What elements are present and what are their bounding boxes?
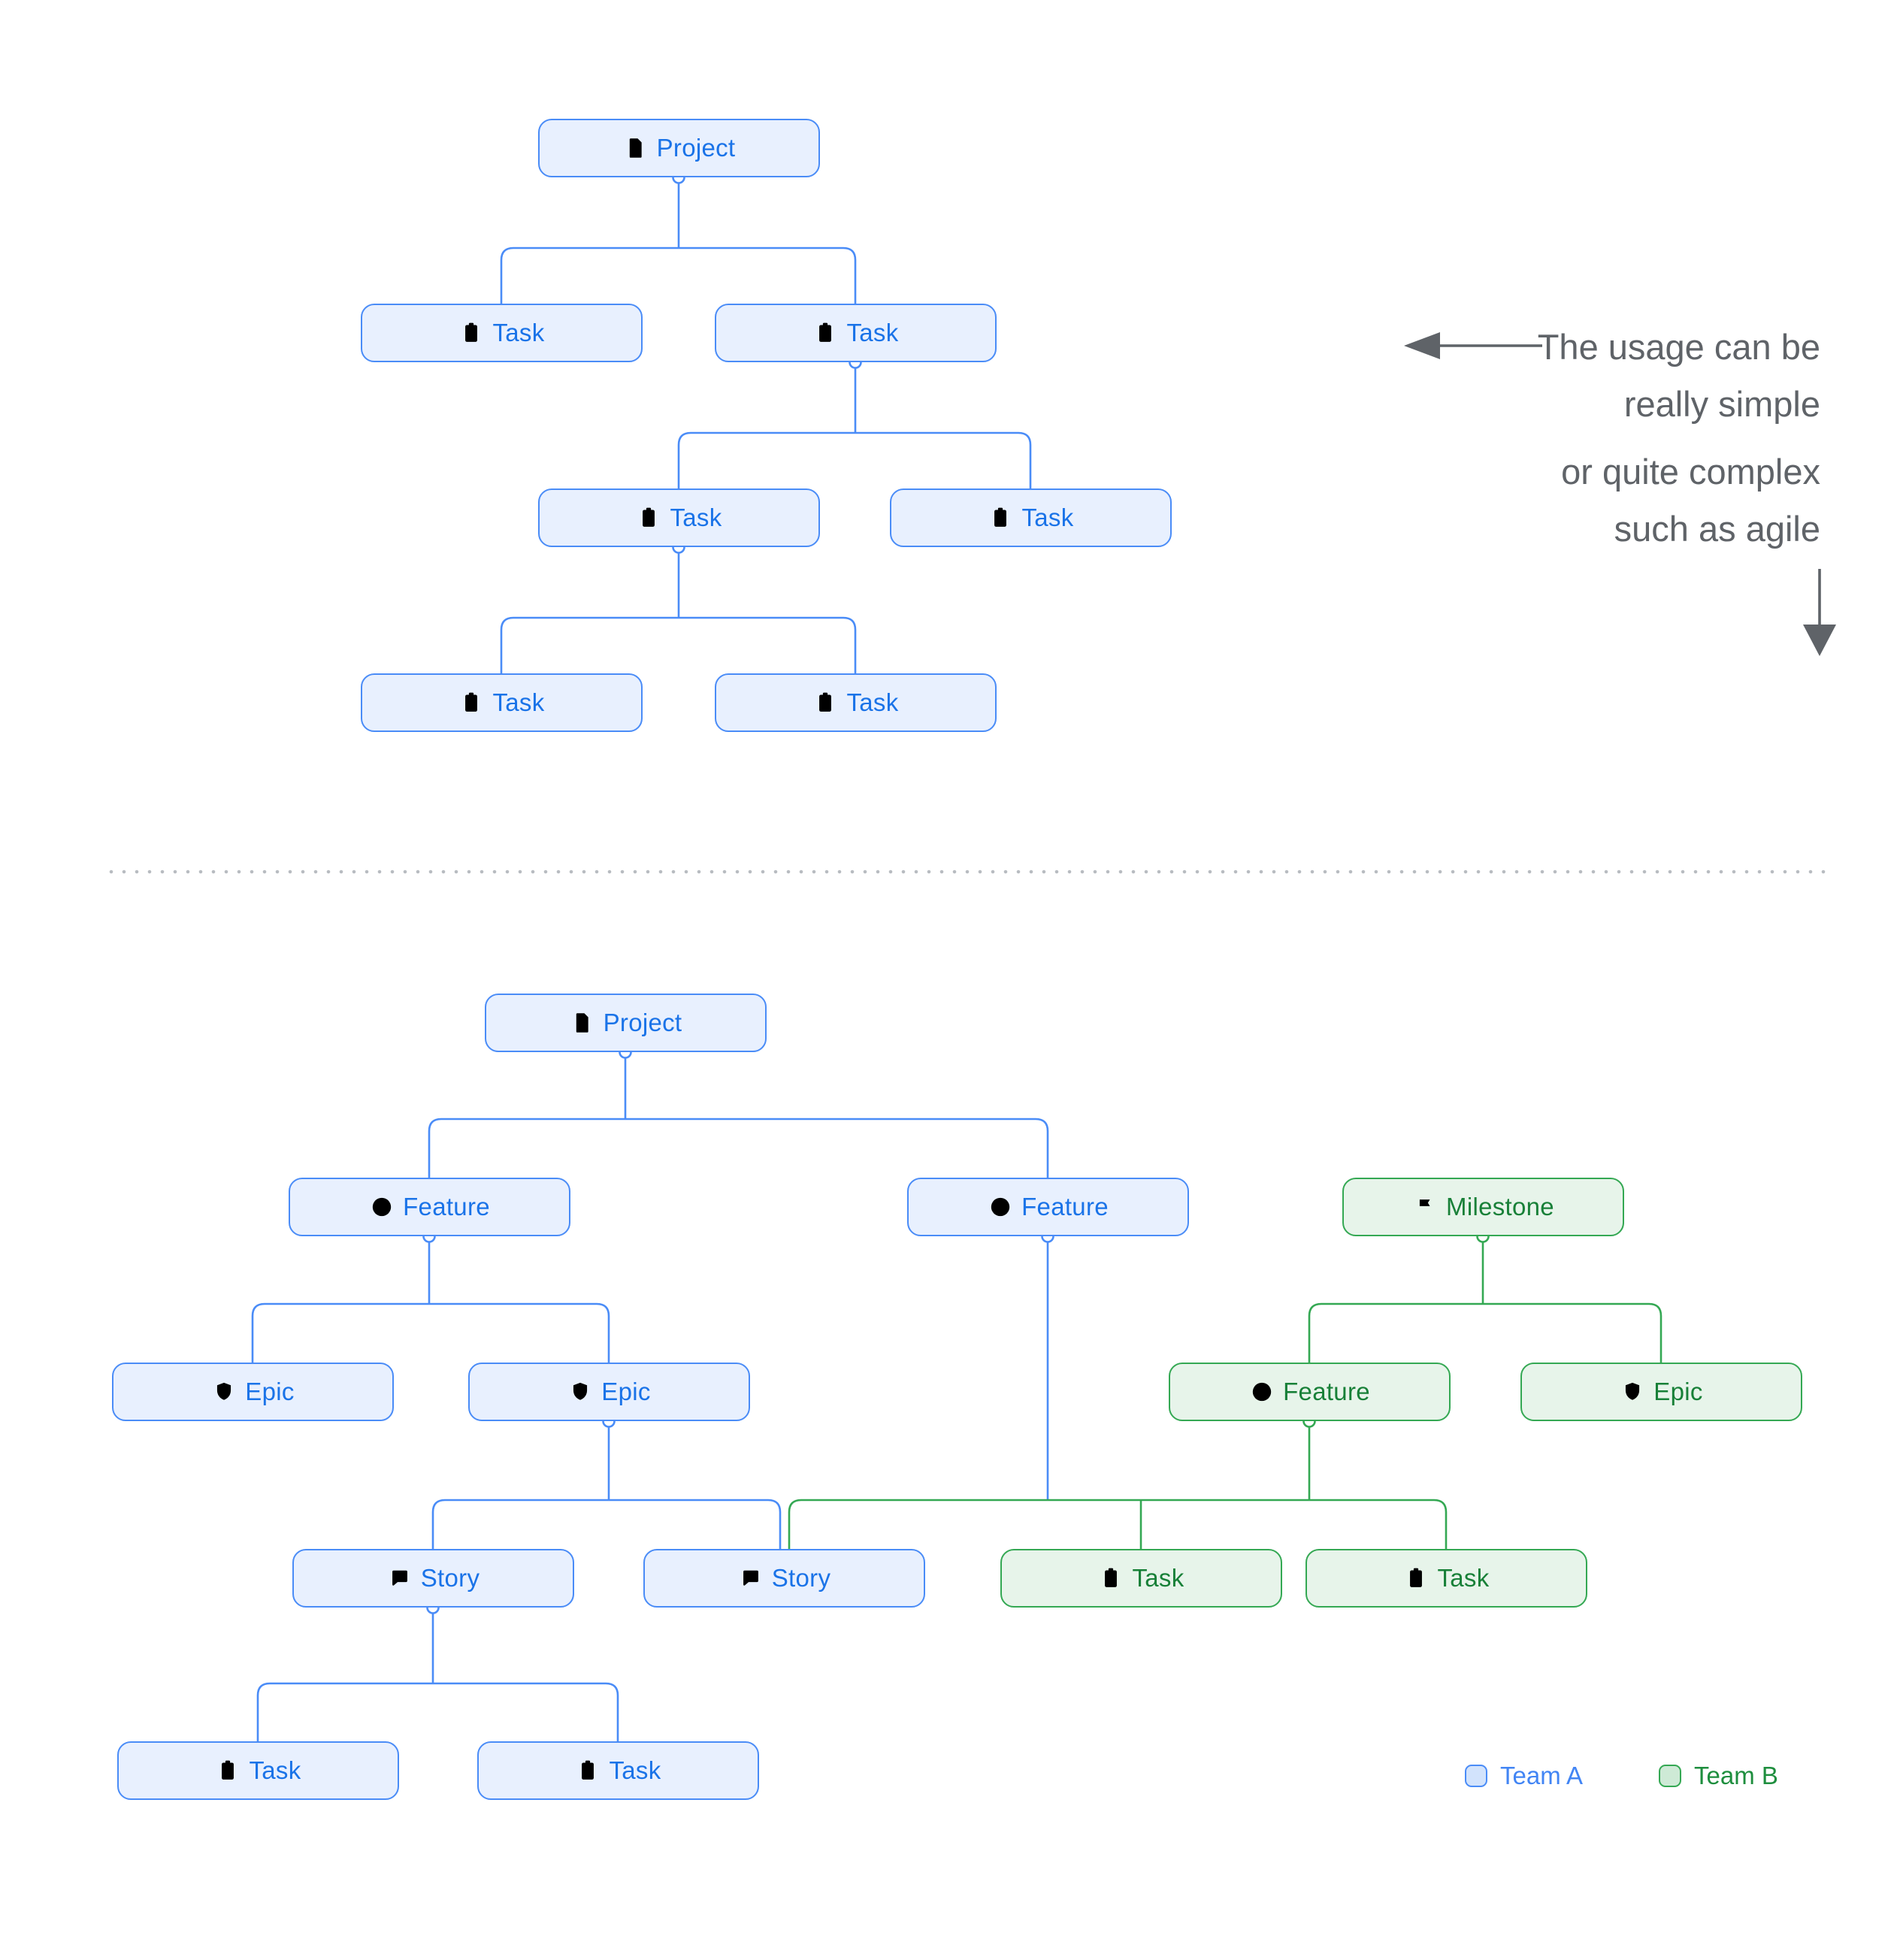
node-epic[interactable]: Epic (1520, 1363, 1802, 1421)
node-task[interactable]: Task (715, 673, 997, 732)
feature-icon (988, 1194, 1013, 1220)
node-label: Task (492, 688, 545, 716)
node-label: Story (771, 1564, 831, 1592)
task-icon (1403, 1565, 1429, 1591)
node-feature[interactable]: Feature (289, 1178, 570, 1236)
note-complex-line1: or quite complex (1561, 452, 1820, 492)
note-complex-line2: such as agile (1614, 509, 1820, 549)
node-label: Task (1132, 1564, 1184, 1592)
node-task[interactable]: Task (477, 1741, 759, 1800)
node-task[interactable]: Task (538, 488, 820, 547)
task-icon (1098, 1565, 1124, 1591)
story-icon (387, 1565, 413, 1591)
note-complex: or quite complex such as agile (1144, 443, 1820, 558)
node-label: Epic (1653, 1378, 1703, 1405)
node-label: Milestone (1446, 1193, 1554, 1220)
task-icon (575, 1758, 601, 1783)
down-arrow (1803, 569, 1836, 656)
simple-tree-connectors (500, 183, 1032, 673)
node-label: Story (420, 1564, 480, 1592)
node-label: Feature (1283, 1378, 1370, 1405)
node-feature[interactable]: Feature (1169, 1363, 1451, 1421)
node-task[interactable]: Task (715, 304, 997, 362)
left-arrow (1404, 332, 1542, 359)
complex-tree-connectors-team-b (788, 1242, 1662, 1549)
team-a-swatch (1465, 1765, 1487, 1787)
node-epic[interactable]: Epic (112, 1363, 394, 1421)
project-icon (623, 135, 649, 161)
node-label: Task (609, 1756, 661, 1784)
node-label: Task (846, 319, 899, 346)
node-label: Project (603, 1009, 682, 1036)
note-simple-line1: The usage can be (1537, 327, 1820, 367)
legend-team-a: Team A (1465, 1762, 1583, 1790)
task-icon (812, 690, 838, 715)
node-label: Feature (403, 1193, 490, 1220)
node-project[interactable]: Project (538, 119, 820, 177)
node-label: Task (670, 504, 722, 531)
team-a-label: Team A (1500, 1762, 1584, 1789)
node-label: Epic (601, 1378, 651, 1405)
milestone-icon (1412, 1194, 1438, 1220)
node-label: Task (492, 319, 545, 346)
node-label: Epic (245, 1378, 295, 1405)
node-task[interactable]: Task (890, 488, 1172, 547)
node-label: Task (1021, 504, 1074, 531)
project-icon (570, 1010, 595, 1036)
epic-icon (1620, 1379, 1645, 1405)
team-b-label: Team B (1694, 1762, 1778, 1789)
node-task[interactable]: Task (361, 673, 643, 732)
node-task[interactable]: Task (361, 304, 643, 362)
task-icon (988, 505, 1013, 531)
node-project[interactable]: Project (485, 994, 767, 1052)
epic-icon (211, 1379, 237, 1405)
node-label: Task (846, 688, 899, 716)
task-icon (458, 320, 484, 346)
epic-icon (567, 1379, 593, 1405)
task-icon (215, 1758, 241, 1783)
node-task[interactable]: Task (117, 1741, 399, 1800)
legend-team-b: Team B (1659, 1762, 1778, 1790)
node-label: Project (656, 134, 736, 162)
node-story[interactable]: Story (643, 1549, 925, 1608)
feature-icon (1249, 1379, 1275, 1405)
task-icon (458, 690, 484, 715)
node-label: Feature (1021, 1193, 1109, 1220)
node-feature[interactable]: Feature (907, 1178, 1189, 1236)
team-b-swatch (1659, 1765, 1681, 1787)
task-icon (636, 505, 661, 531)
note-simple: The usage can be really simple (1144, 319, 1820, 433)
note-simple-line2: really simple (1623, 384, 1820, 424)
node-story[interactable]: Story (292, 1549, 574, 1608)
feature-icon (369, 1194, 395, 1220)
node-task[interactable]: Task (1305, 1549, 1587, 1608)
node-label: Task (249, 1756, 301, 1784)
node-label: Task (1437, 1564, 1490, 1592)
task-icon (812, 320, 838, 346)
complex-tree-connectors-team-a (251, 1058, 1049, 1741)
node-task[interactable]: Task (1000, 1549, 1282, 1608)
node-milestone[interactable]: Milestone (1342, 1178, 1624, 1236)
node-epic[interactable]: Epic (468, 1363, 750, 1421)
story-icon (738, 1565, 764, 1591)
